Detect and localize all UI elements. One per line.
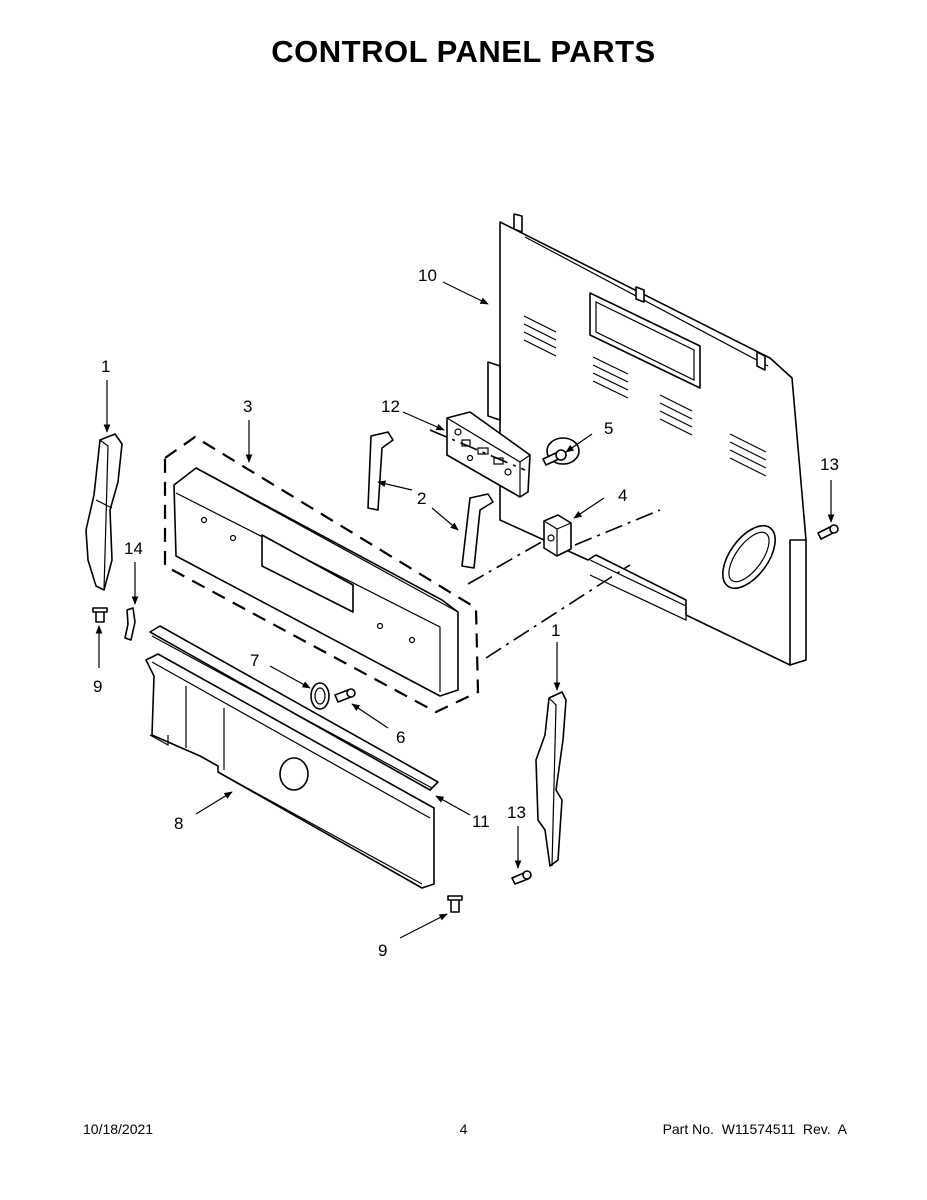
callout-10: 10 xyxy=(418,266,437,285)
callout-9-bottom: 9 xyxy=(378,941,387,960)
callout-12: 12 xyxy=(381,397,400,416)
side-bracket-left xyxy=(85,433,123,591)
screw-6 xyxy=(334,688,356,703)
callout-6: 6 xyxy=(396,728,405,747)
callout-13-lower: 13 xyxy=(507,803,526,822)
screw-9-bottom xyxy=(447,895,463,913)
footer-part-number: Part No. W11574511 Rev. A xyxy=(662,1121,847,1137)
screw-13-lower xyxy=(511,870,532,885)
callout-1-right: 1 xyxy=(551,621,560,640)
clip-14 xyxy=(124,607,136,641)
callout-2: 2 xyxy=(417,489,426,508)
callout-14: 14 xyxy=(124,539,143,558)
screw-9-left xyxy=(92,607,108,623)
knob-7 xyxy=(310,682,330,710)
screw-13-upper xyxy=(817,524,839,540)
leader-lines xyxy=(95,281,835,939)
callout-7: 7 xyxy=(250,651,259,670)
callout-5: 5 xyxy=(604,419,613,438)
vent-slots-mid2 xyxy=(659,394,693,436)
console-assembly-envelope xyxy=(163,435,480,714)
callout-3: 3 xyxy=(243,397,252,416)
trim-strip-11 xyxy=(149,625,439,791)
footer-page-number: 4 xyxy=(459,1121,468,1137)
vent-slots-mid xyxy=(592,356,629,399)
rear-panel-bracket xyxy=(487,213,807,666)
callout-8: 8 xyxy=(174,814,183,833)
vent-slots-left xyxy=(523,315,557,357)
screw-5 xyxy=(542,449,567,466)
switch-block-4 xyxy=(543,514,572,557)
callout-9-left: 9 xyxy=(93,677,102,696)
callout-13-upper: 13 xyxy=(820,455,839,474)
page-title: CONTROL PANEL PARTS xyxy=(271,34,656,69)
bracket-2-upper xyxy=(367,431,394,511)
callout-1-left: 1 xyxy=(101,357,110,376)
side-bracket-right xyxy=(535,691,567,867)
footer-date: 10/18/2021 xyxy=(83,1121,154,1137)
lower-panel-8 xyxy=(145,653,435,889)
callout-4: 4 xyxy=(618,486,627,505)
callout-labels: 1 1 2 3 4 5 6 7 8 9 9 10 11 12 13 13 14 xyxy=(93,266,839,960)
callout-11: 11 xyxy=(472,812,490,831)
electronic-control-board xyxy=(446,411,531,498)
vent-slots-right xyxy=(729,433,767,477)
bracket-2-lower xyxy=(461,493,494,569)
console-panel xyxy=(173,467,459,697)
